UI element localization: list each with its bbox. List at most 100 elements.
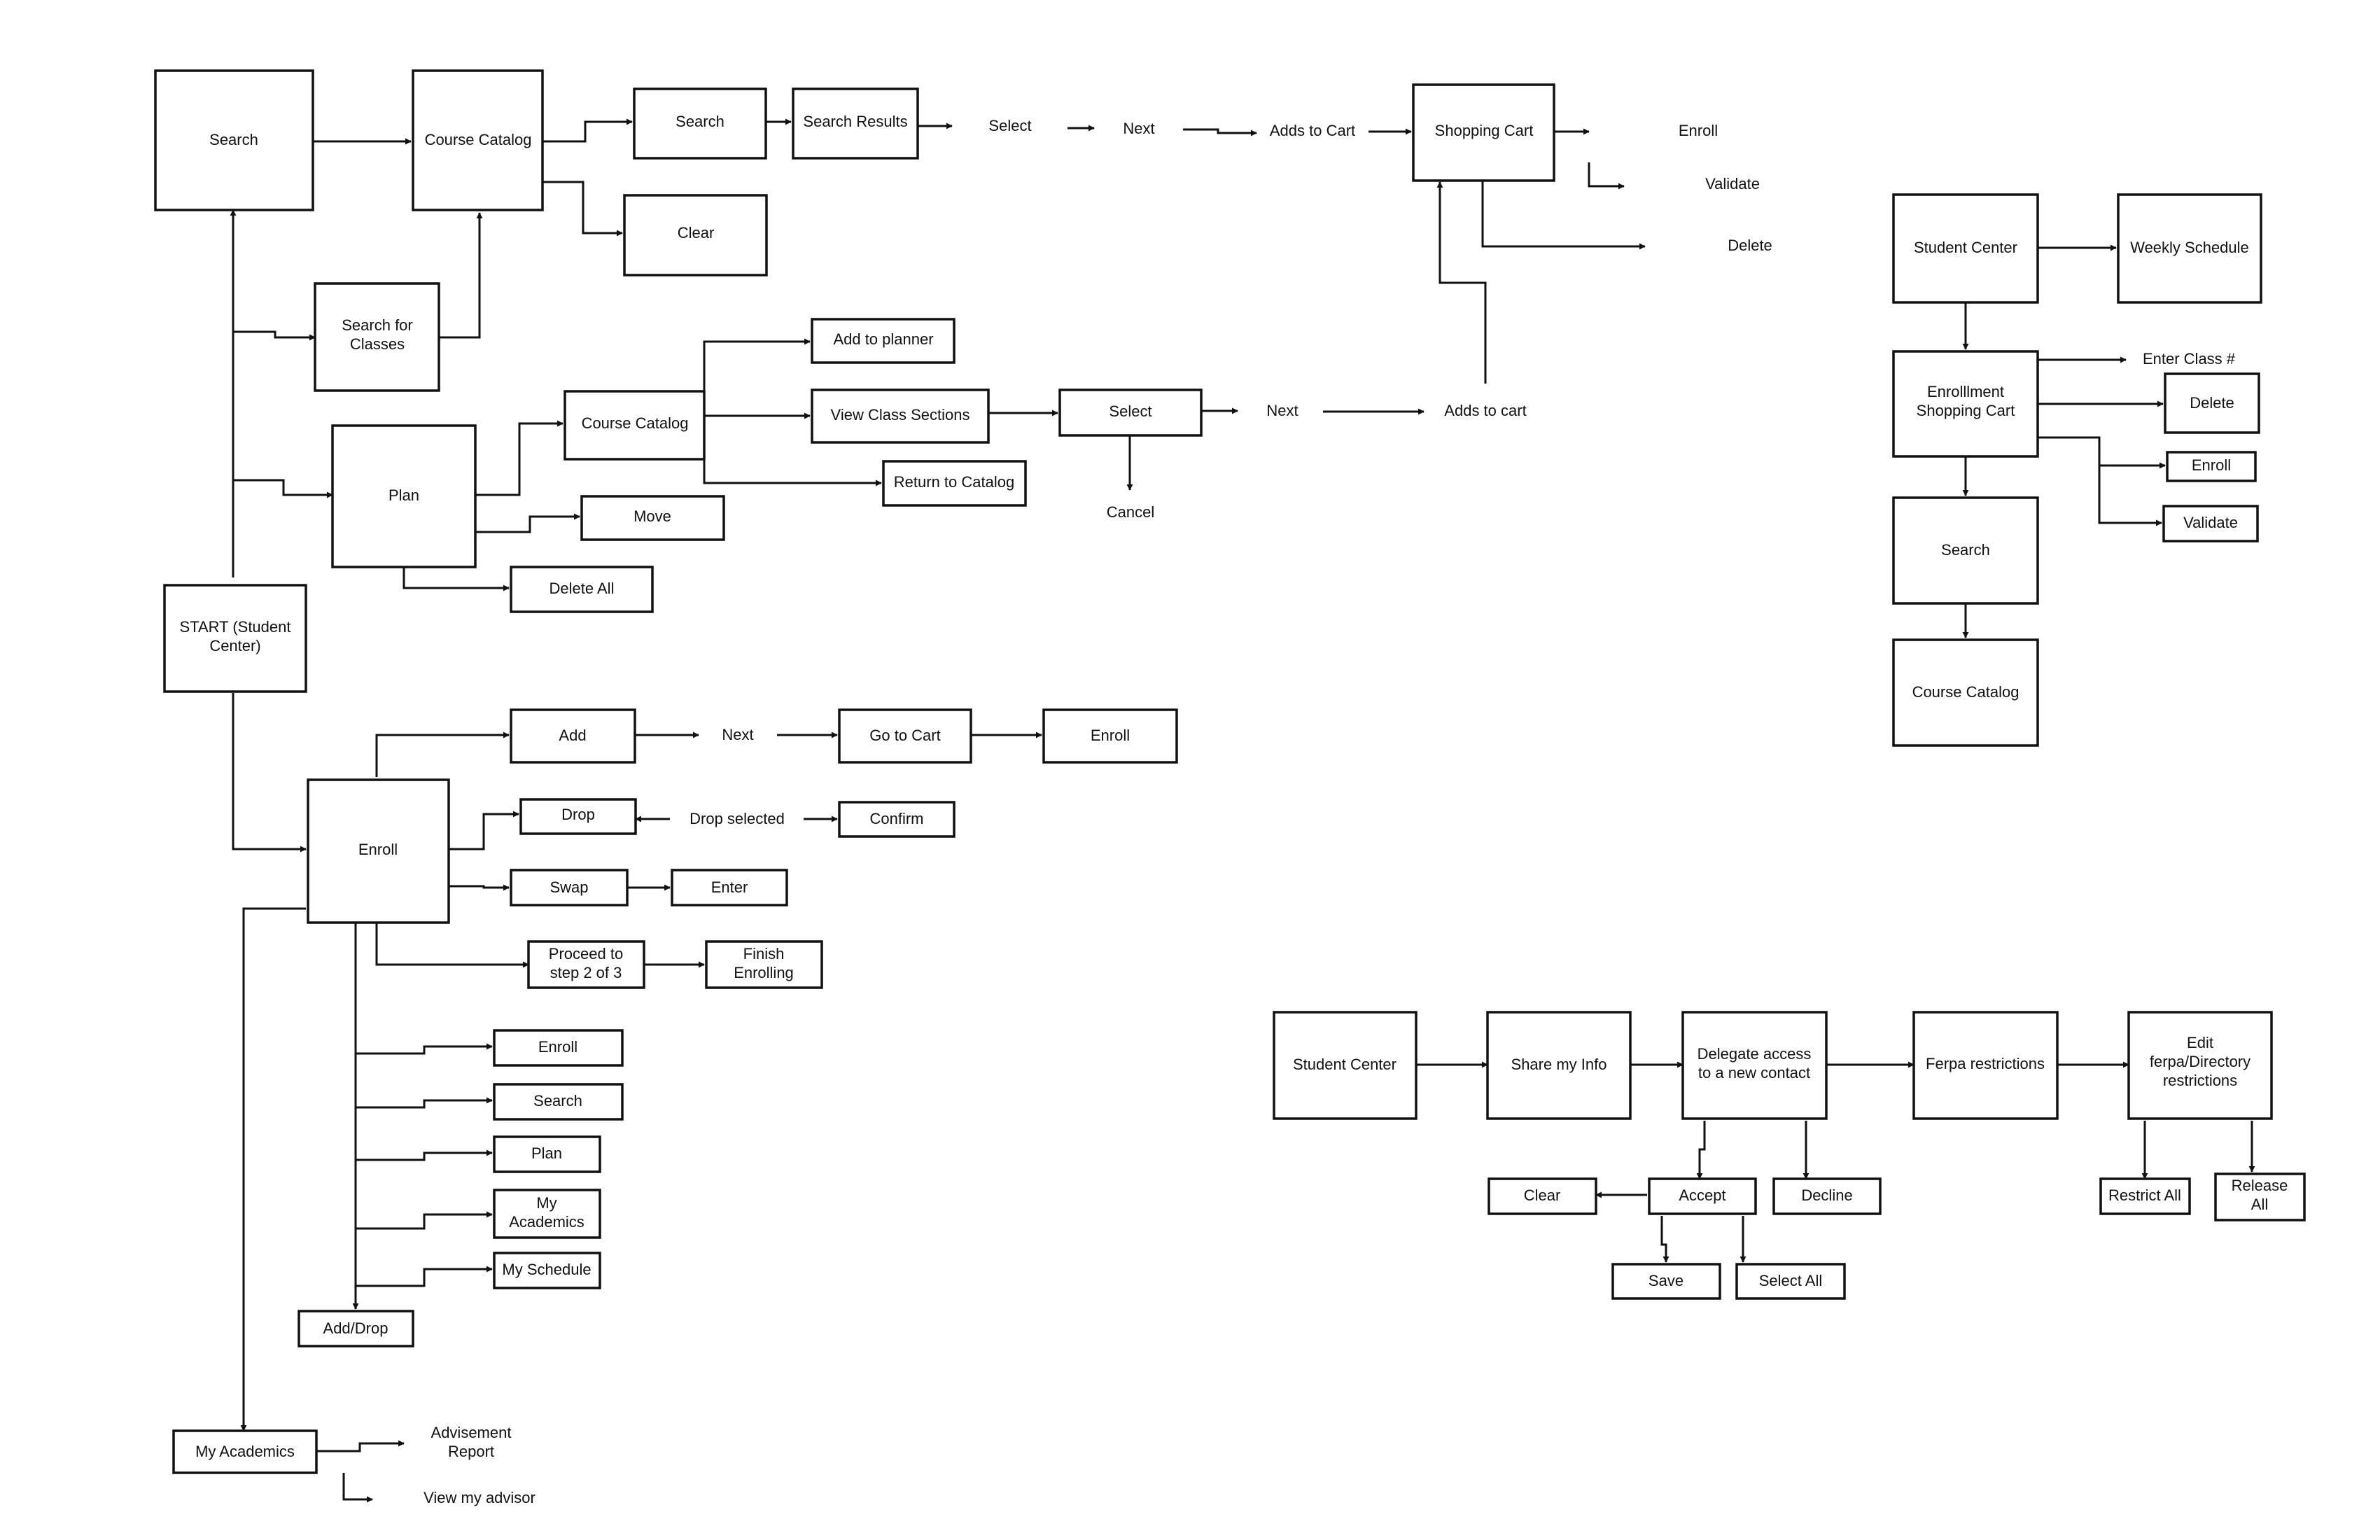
node-delete-all: Delete All: [510, 566, 654, 613]
node-label: Delete All: [550, 580, 615, 597]
node-shopping-cart: Shopping Cart: [1412, 83, 1555, 182]
node-label-line-1: Search for: [342, 316, 413, 334]
edge-trunk-to-enroll: [356, 1043, 493, 1055]
node-label: Confirm: [869, 810, 923, 827]
node-restrict-all: Restrict All: [2099, 1177, 2191, 1215]
node-search-for-classes: Search for Classes: [314, 282, 440, 392]
edge-trunk-to-myacademics: [356, 1211, 493, 1230]
node-select-1: Select: [988, 117, 1031, 134]
node-label-line-1: Proceed to: [549, 945, 623, 962]
node-label: Accept: [1679, 1186, 1726, 1204]
node-label-line-1: Edit: [2187, 1034, 2213, 1051]
edge-next-to-addscart: [1183, 128, 1257, 136]
node-enrollment-shopping-cart: Enrolllment Shopping Cart: [1892, 350, 2039, 458]
edge-trunk-to-search: [356, 1097, 493, 1109]
node-finish-enrolling: Finish Enrolling: [705, 940, 823, 989]
node-sc2-course-catalog: Course Catalog: [1892, 638, 2039, 747]
edge-accept-to-save: [1660, 1216, 1670, 1263]
node-plan: Plan: [331, 424, 477, 568]
node-select-all: Select All: [1735, 1263, 1846, 1300]
node-enter: Enter: [671, 869, 788, 906]
node-label: Shopping Cart: [1435, 122, 1534, 139]
node-label: Drop: [561, 806, 595, 823]
node-course-catalog-main: Course Catalog: [412, 69, 544, 211]
edge-trunk-to-plan: [356, 1149, 493, 1161]
node-sub-search: Search: [493, 1083, 624, 1121]
node-save: Save: [1611, 1263, 1721, 1300]
node-label: Swap: [550, 878, 588, 896]
node-label-line-1: Release: [2232, 1177, 2288, 1194]
node-label: Ferpa restrictions: [1926, 1055, 2045, 1072]
node-delete-cart: Delete: [1728, 237, 1772, 254]
edge-searchclasses-to-catalog: [439, 212, 483, 339]
node-label: Add to planner: [833, 330, 933, 348]
node-label: My Academics: [195, 1443, 295, 1460]
node-label-line-1: START (Student: [180, 618, 291, 636]
node-label: Clear: [1524, 1186, 1561, 1204]
node-label-line-2: Center): [209, 637, 260, 654]
node-next-1: Next: [1123, 120, 1154, 137]
node-enroll-main: Enroll: [307, 778, 450, 924]
node-label: Clear: [678, 224, 715, 241]
edge-addscart2-to-cart: [1436, 181, 1487, 384]
node-ferpa-restrictions: Ferpa restrictions: [1912, 1011, 2059, 1120]
node-label-line-2: step 2 of 3: [550, 964, 622, 981]
node-drop: Drop: [519, 798, 637, 835]
node-adds-to-cart-2: Adds to cart: [1444, 402, 1526, 419]
node-advisement-report-line-1: Advisement: [431, 1424, 512, 1441]
node-next-2: Next: [1266, 402, 1298, 419]
node-decline: Decline: [1772, 1177, 1882, 1215]
node-label: Course Catalog: [582, 414, 689, 432]
edge-catalog2-to-planner: [703, 338, 811, 413]
node-label: Course Catalog: [425, 131, 532, 148]
node-drop-selected: Drop selected: [690, 810, 785, 827]
node-sub-enroll: Enroll: [493, 1029, 624, 1067]
node-view-class-sections: View Class Sections: [811, 388, 990, 444]
edge-enrollcart-to-enroll: [2038, 436, 2166, 469]
node-label: Share my Info: [1511, 1056, 1607, 1073]
edge-enroll-to-drop: [449, 811, 519, 850]
node-enroll-cart: Enroll: [1679, 122, 1718, 139]
node-label: Delete: [2190, 394, 2234, 412]
node-add-to-planner: Add to planner: [811, 318, 955, 364]
node-label: Plan: [388, 486, 419, 504]
node-start-student-center: START (Student Center): [163, 584, 307, 693]
node-add-drop: Add/Drop: [298, 1310, 414, 1348]
edge-enrollcart-to-validate: [2098, 462, 2162, 526]
node-label: Weekly Schedule: [2130, 239, 2249, 256]
node-label-line-1: My: [536, 1194, 556, 1212]
node-enroll-final: Enroll: [1042, 708, 1178, 764]
node-release-all: Release All: [2214, 1172, 2306, 1222]
edge-catalog-to-clear: [542, 181, 623, 237]
node-label: Search: [676, 113, 724, 130]
edges: [230, 118, 2255, 1503]
node-weekly-schedule: Weekly Schedule: [2117, 193, 2262, 304]
node-move: Move: [580, 495, 725, 541]
node-add: Add: [510, 708, 636, 764]
edge-enroll-to-proceed: [375, 923, 529, 968]
node-label-line-1: Delegate access: [1698, 1045, 1812, 1063]
node-label: Return to Catalog: [894, 473, 1014, 491]
node-label: Go to Cart: [869, 727, 940, 744]
node-sub-my-academics: My Academics: [493, 1189, 601, 1239]
node-share-my-info: Share my Info: [1486, 1011, 1632, 1120]
edge-plan-to-deleteall: [402, 567, 510, 592]
node-go-to-cart: Go to Cart: [838, 708, 972, 764]
node-validate-cart: Validate: [1705, 175, 1760, 192]
node-label: Enroll: [358, 841, 398, 858]
node-label-line-2: Enrolling: [734, 964, 794, 981]
node-label-line-2: All: [2251, 1196, 2268, 1213]
node-label: Decline: [1801, 1186, 1852, 1204]
node-search-results: Search Results: [792, 88, 919, 160]
node-label: Select: [1109, 402, 1152, 420]
edge-catalog2-to-return: [703, 459, 882, 486]
node-return-to-catalog: Return to Catalog: [882, 460, 1027, 507]
node-label: Course Catalog: [1912, 683, 2019, 701]
node-label: My Schedule: [502, 1261, 591, 1278]
node-sc2-validate: Validate: [2162, 505, 2259, 542]
node-confirm: Confirm: [838, 801, 955, 838]
node-label: Enroll: [1091, 727, 1130, 744]
edge-trunk-to-myschedule: [356, 1266, 493, 1287]
edge-plan-to-catalog: [475, 420, 564, 496]
node-label-line-3: restrictions: [2163, 1072, 2237, 1089]
